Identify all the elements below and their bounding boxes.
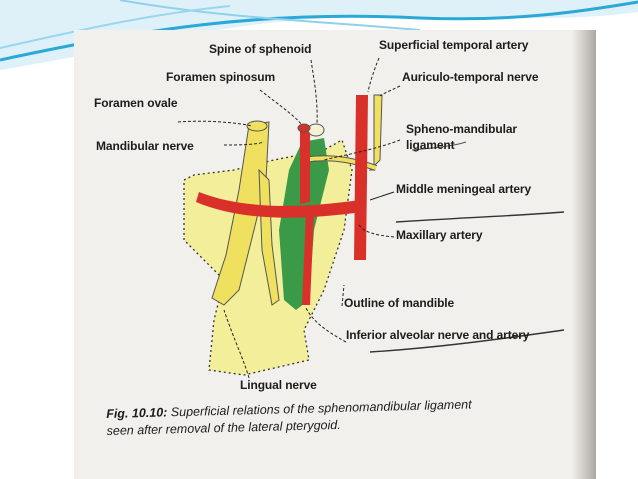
label-lingual-nerve: Lingual nerve	[240, 378, 317, 392]
inferior-alveolar-nerve-branch	[258, 168, 280, 306]
label-auriculo-temporal-nerve: Auriculo-temporal nerve	[402, 70, 539, 84]
label-spheno-mandibular: Spheno-mandibular	[406, 122, 517, 136]
inferior-alveolar-artery	[302, 212, 314, 305]
foramen-spinosum	[297, 123, 311, 133]
label-inferior-alveolar: Inferior alveolar nerve and artery	[346, 328, 530, 342]
caption-fig-label: Fig. 10.10:	[106, 405, 168, 421]
label-maxillary-artery: Maxillary artery	[396, 228, 483, 242]
spine-of-sphenoid	[307, 123, 325, 137]
label-spine-of-sphenoid: Spine of sphenoid	[209, 42, 312, 56]
label-middle-meningeal-artery: Middle meningeal artery	[396, 182, 532, 196]
maxillary-artery	[196, 192, 362, 218]
superficial-temporal-artery	[354, 95, 368, 260]
label-ligament: ligament	[406, 138, 455, 152]
page-binding-shadow	[572, 30, 596, 479]
foramen-ovale	[246, 120, 268, 132]
label-foramen-spinosum: Foramen spinosum	[166, 70, 276, 84]
caption-line-1: Superficial relations of the sphenomandi…	[170, 397, 472, 420]
caption-line-2: seen after removal of the lateral pteryg…	[106, 417, 341, 438]
textbook-figure-page: Spine of sphenoid Superficial temporal a…	[74, 30, 596, 479]
label-superficial-temporal-artery: Superficial temporal artery	[379, 38, 529, 52]
middle-meningeal-artery	[300, 126, 310, 204]
auriculo-temporal-nerve	[368, 94, 383, 171]
anatomy-diagram	[177, 57, 565, 379]
figure-caption: Fig. 10.10: Superficial relations of the…	[106, 394, 577, 440]
sphenomandibular-ligament	[279, 138, 329, 310]
label-mandibular-nerve: Mandibular nerve	[96, 139, 194, 153]
label-outline-of-mandible: Outline of mandible	[344, 296, 455, 310]
label-foramen-ovale: Foramen ovale	[94, 96, 178, 110]
